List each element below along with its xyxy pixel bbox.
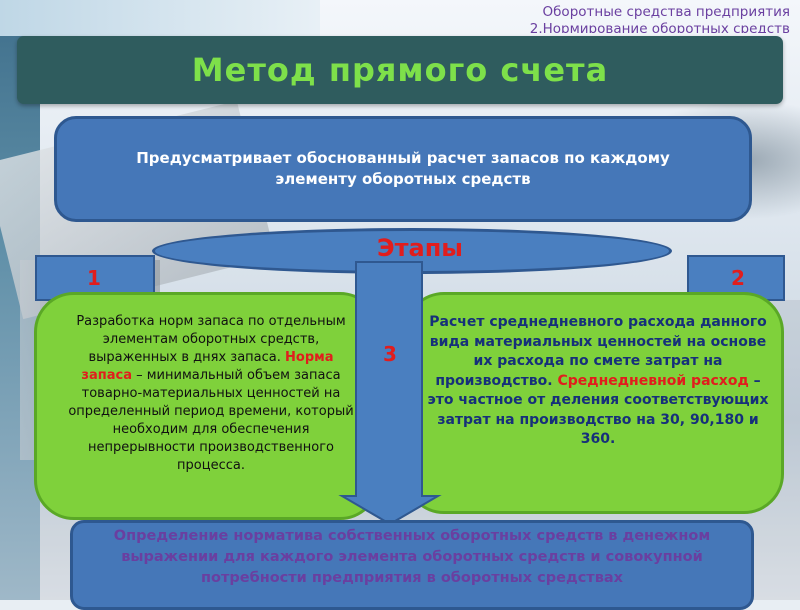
stage-number-3: 3: [383, 342, 397, 366]
stage-2-box: [404, 292, 784, 514]
title-bar: Метод прямого счета: [17, 36, 783, 104]
stage-2-text: Расчет среднедневного расхода данного ви…: [424, 313, 772, 450]
stage-2-text-b: – это частное от деления соответствующих…: [427, 372, 769, 448]
stage-1-text-a: Разработка норм запаса по отдельным элем…: [76, 314, 346, 365]
stage-1-box: [34, 292, 380, 520]
stage-1-text-b: – минимальный объем запаса товарно-матер…: [68, 368, 354, 473]
stage-number-2: 2: [731, 266, 745, 290]
stage-3-text: Определение норматива собственных оборот…: [113, 528, 711, 586]
stages-label: Этапы: [376, 234, 463, 262]
stage-2-term: Среднедневной расход: [557, 372, 749, 389]
stage-3-box: [70, 520, 754, 610]
stage-number-1: 1: [87, 266, 101, 290]
slide-subtitle: Оборотные средства предприятия 2.Нормиро…: [430, 4, 790, 33]
stage-1-term: Норма запаса: [81, 350, 334, 383]
page-title: Метод прямого счета: [191, 51, 609, 89]
stage-2-text-a: Расчет среднедневного расхода данного ви…: [429, 314, 767, 389]
subtitle-line-2: 2.Нормирование оборотных средств: [529, 21, 790, 33]
method-description-box: Предусматривает обоснованный расчет запа…: [54, 116, 752, 222]
stage-1-text: Разработка норм запаса по отдельным элем…: [68, 313, 354, 475]
subtitle-line-1: Оборотные средства предприятия: [542, 4, 790, 20]
arrow-stage-3-overlay: [338, 261, 442, 526]
method-description: Предусматривает обоснованный расчет запа…: [136, 149, 670, 188]
